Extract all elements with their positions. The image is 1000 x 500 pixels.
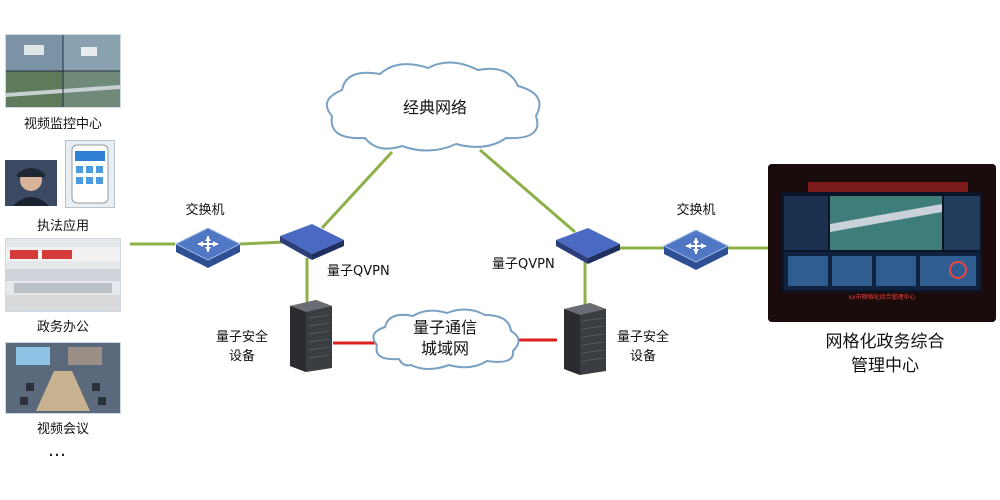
- left-qvpn-icon: [280, 224, 344, 260]
- video-monitoring-image: [5, 34, 121, 108]
- surveillance-grid-icon: [6, 35, 120, 107]
- quantum-network-cloud: [372, 308, 520, 370]
- quantum-network-label-line1: 量子通信: [412, 318, 477, 337]
- law-enforcement-phone-image: [65, 140, 115, 208]
- right-security-label-line1: 量子安全: [616, 330, 669, 345]
- management-center-label: 网格化政务综合 管理中心: [785, 330, 985, 378]
- left-security-label: 量子安全 设备: [207, 328, 277, 366]
- right-security-label: 量子安全 设备: [608, 328, 678, 366]
- right-switch-icon: SWITCH: [662, 229, 730, 274]
- left-security-label-line1: 量子安全: [215, 330, 268, 345]
- classic-network-cloud: [325, 61, 541, 152]
- video-conference-image: [5, 342, 121, 414]
- right-qvpn-icon: [556, 228, 620, 264]
- link-classic-to-right-qvpn: [479, 148, 576, 234]
- quantum-network-label-line2: 城域网: [420, 339, 469, 358]
- right-switch-label: 交换机: [676, 203, 716, 218]
- management-center-screen-caption: xx市网格化综合管理中心: [848, 294, 916, 301]
- office-hall-icon: [6, 239, 120, 311]
- law-enforcement-officer-image: [5, 160, 57, 206]
- government-office-image: [5, 238, 121, 312]
- endpoint-label-video-monitoring: 视频监控中心: [23, 117, 102, 132]
- conference-room-icon: [6, 343, 120, 413]
- link-left-switch-to-qvpn: [239, 240, 286, 246]
- management-center-label-line2: 管理中心: [851, 356, 919, 376]
- classic-network-label: 经典网络: [402, 98, 467, 117]
- officer-icon: [5, 160, 57, 206]
- endpoint-label-video-conference: 视频会议: [36, 422, 89, 437]
- left-qvpn-label: 量子QVPN: [327, 264, 390, 279]
- management-center-label-line1: 网格化政务综合: [825, 332, 945, 352]
- right-security-device-icon: [564, 303, 606, 375]
- right-security-label-line2: 设备: [629, 349, 656, 364]
- endpoint-label-government-office: 政务办公: [36, 320, 89, 335]
- mobile-app-icon: [71, 144, 109, 204]
- endpoint-label-law-enforcement: 执法应用: [36, 219, 89, 234]
- right-qvpn-label: 量子QVPN: [492, 257, 555, 272]
- left-switch-icon: SWITCH: [174, 227, 242, 272]
- left-switch-label: 交换机: [185, 203, 225, 218]
- quantum-network-label: 量子通信 城域网: [365, 317, 525, 359]
- command-center-screen-icon: [768, 164, 996, 322]
- left-security-label-line2: 设备: [228, 349, 255, 364]
- management-center-image: xx市网格化综合管理中心: [768, 164, 996, 322]
- more-endpoints-indicator: …: [48, 440, 68, 461]
- link-left-qvpn-to-classic: [320, 150, 394, 230]
- left-security-device-icon: [290, 300, 332, 372]
